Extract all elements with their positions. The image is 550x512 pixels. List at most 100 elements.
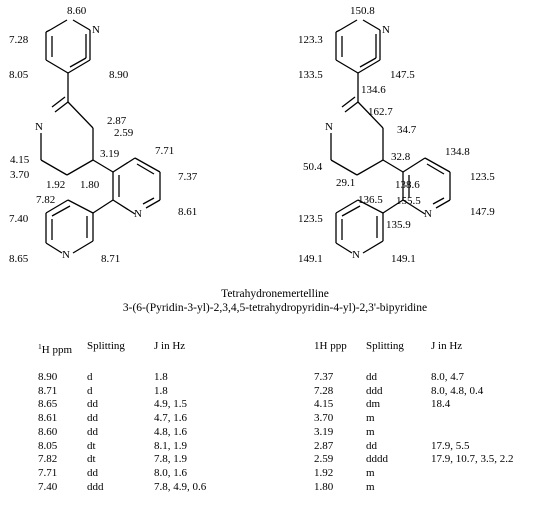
shift-label: 155.5 [396, 195, 421, 207]
row-splitting: dd [87, 466, 98, 479]
row-j: 17.9, 10.7, 3.5, 2.2 [431, 453, 514, 466]
shift-label: 1.92 [46, 179, 65, 191]
shift-label: 133.5 [298, 69, 323, 81]
shift-label: 147.9 [470, 206, 495, 218]
shift-label: 123.3 [298, 34, 323, 46]
row-j: 18.4 [431, 398, 451, 411]
row-ppm: 2.59 [314, 453, 334, 466]
row-splitting: dd [87, 398, 98, 411]
shift-label: 32.8 [391, 151, 411, 163]
shift-label: 7.37 [178, 171, 198, 183]
n-label-ring: N [35, 121, 43, 133]
shift-label: 7.82 [36, 194, 55, 206]
row-j: 4.7, 1.6 [154, 412, 187, 425]
n-label-right-pyridine: N [134, 208, 142, 220]
row-splitting: dd [87, 425, 98, 438]
row-j: 4.9, 1.5 [154, 398, 187, 411]
header-ppm-label: H ppm [41, 344, 72, 356]
row-ppm: 7.82 [38, 453, 58, 466]
row-j: 8.0, 1.6 [154, 466, 187, 479]
row-j: 7.8, 1.9 [154, 453, 187, 466]
row-splitting: dt [87, 453, 96, 466]
row-ppm: 2.87 [314, 439, 334, 452]
row-splitting: m [366, 425, 375, 438]
row-ppm: 8.71 [38, 384, 58, 397]
structure-figure: N N N N 8.60 7.28 8.05 8.90 2.87 2.59 3.… [9, 5, 495, 265]
row-splitting: d [87, 371, 93, 383]
row-splitting: m [366, 466, 375, 479]
shift-label: 150.8 [350, 5, 375, 17]
n-label-bottom-pyridine: N [352, 249, 360, 261]
row-splitting: dd [366, 439, 377, 452]
n-label-top-pyridine: N [92, 24, 100, 36]
header-superscript: 1 [38, 342, 42, 351]
row-j: 8.0, 4.7 [431, 371, 464, 383]
row-splitting: d [87, 384, 93, 397]
compound-name: Tetrahydronemertelline [221, 288, 329, 300]
row-ppm: 7.40 [38, 480, 58, 493]
shift-label: 7.40 [9, 213, 29, 225]
shift-label: 8.05 [9, 69, 29, 81]
row-j: 17.9, 5.5 [431, 439, 470, 452]
row-j: 1.8 [154, 384, 168, 397]
row-ppm: 7.37 [314, 371, 334, 383]
row-ppm: 8.61 [38, 412, 58, 425]
shift-label: 8.60 [67, 5, 87, 17]
shift-label: 135.9 [386, 219, 411, 231]
shift-label: 8.71 [101, 253, 120, 265]
shift-label: 136.5 [358, 194, 383, 206]
row-ppm: 8.65 [38, 398, 58, 411]
shift-label: 2.59 [114, 127, 134, 139]
shift-label: 149.1 [298, 253, 323, 265]
shift-label: 4.15 [10, 154, 30, 166]
shift-label: 1.80 [80, 179, 100, 191]
n-label-right-pyridine: N [424, 208, 432, 220]
shift-label: 8.90 [109, 69, 129, 81]
shift-label: 123.5 [298, 213, 323, 225]
shift-label: 134.8 [445, 146, 470, 158]
shift-label: 7.28 [9, 34, 29, 46]
n-label-top-pyridine: N [382, 24, 390, 36]
table-header-splitting: Splitting [366, 340, 404, 352]
shift-label: 50.4 [303, 161, 323, 173]
shift-label: 3.19 [100, 148, 120, 160]
row-j: 8.1, 1.9 [154, 439, 187, 452]
table-header-ppm: 1H ppp [314, 340, 347, 353]
row-splitting: dm [366, 398, 381, 411]
proton-shift-labels: N N N N 8.60 7.28 8.05 8.90 2.87 2.59 3.… [9, 5, 198, 265]
row-splitting: dt [87, 439, 96, 452]
table-header-splitting: Splitting [87, 340, 125, 352]
table-header-j: J in Hz [154, 340, 186, 352]
row-j: 8.0, 4.8, 0.4 [431, 384, 484, 397]
row-splitting: m [366, 412, 375, 425]
row-ppm: 1.92 [314, 466, 334, 479]
row-ppm: 4.15 [314, 398, 334, 411]
row-ppm: 8.90 [38, 371, 58, 383]
row-ppm: 3.19 [314, 425, 334, 438]
shift-label: 3.70 [10, 169, 30, 181]
row-j: 4.8, 1.6 [154, 425, 187, 438]
row-j: 1.8 [154, 371, 168, 383]
row-ppm: 1.80 [314, 480, 334, 493]
row-splitting: ddd [366, 384, 383, 397]
carbon-shift-labels: N N N N 150.8 123.3 133.5 147.5 134.6 16… [298, 5, 495, 265]
header-ppm-label: 1H ppp [314, 340, 347, 352]
shift-label: 8.61 [178, 206, 197, 218]
row-splitting: dd [87, 412, 98, 425]
shift-label: 123.5 [470, 171, 495, 183]
shift-label: 149.1 [391, 253, 416, 265]
row-ppm: 3.70 [314, 412, 334, 425]
shift-label: 138.6 [395, 179, 420, 191]
shift-label: 162.7 [368, 106, 393, 118]
row-splitting: dddd [366, 453, 388, 466]
table-header-j: J in Hz [431, 340, 463, 352]
shift-label: 8.65 [9, 253, 29, 265]
row-splitting: m [366, 480, 375, 493]
row-splitting: dd [366, 371, 377, 383]
shift-label: 7.71 [155, 145, 174, 157]
iupac-name: 3-(6-(Pyridin-3-yl)-2,3,4,5-tetrahydropy… [122, 302, 428, 314]
row-ppm: 8.60 [38, 425, 58, 438]
shift-label: 147.5 [390, 69, 415, 81]
shift-label: 2.87 [107, 115, 127, 127]
row-ppm: 7.71 [38, 466, 58, 479]
